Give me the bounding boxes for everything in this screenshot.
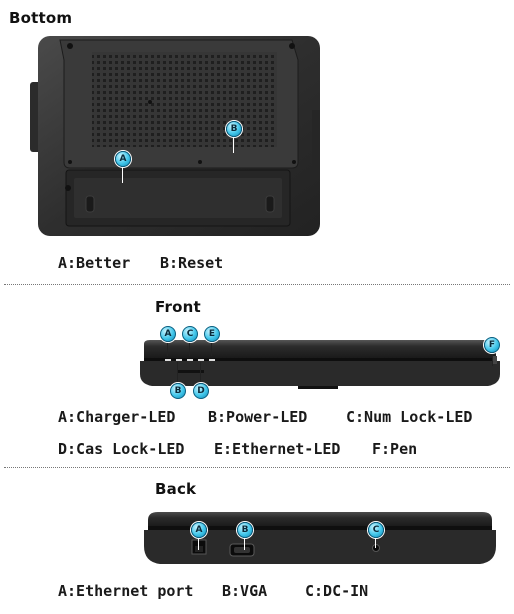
legend-item: B:Reset (160, 254, 224, 272)
leader-line (211, 340, 212, 356)
section-divider (4, 467, 510, 468)
leader-line (375, 536, 376, 548)
callout-marker-a: A (115, 151, 131, 167)
callout-marker-a: A (191, 522, 207, 538)
callout-marker-b: B (170, 383, 186, 399)
leader-line (492, 352, 493, 366)
section-heading-front: Front (155, 298, 201, 316)
legend-item: B:VGA (222, 582, 268, 600)
leader-line (200, 362, 201, 384)
section-divider (4, 284, 510, 285)
section-heading-bottom: Bottom (9, 9, 73, 27)
callout-marker-c: C (182, 326, 198, 342)
callout-marker-a: A (160, 326, 176, 342)
section-heading-back: Back (155, 480, 197, 498)
callout-marker-e: E (204, 326, 220, 342)
legend-item: C:DC-IN (305, 582, 369, 600)
leader-line (189, 340, 190, 356)
legend-item: F:Pen (372, 440, 418, 458)
leader-line (198, 536, 199, 550)
legend-item: E:Ethernet-LED (214, 440, 341, 458)
leader-line (167, 340, 168, 356)
legend-item: A:Ethernet port (58, 582, 194, 600)
callout-marker-b: B (226, 121, 242, 137)
leader-line (177, 362, 178, 384)
leader-line (233, 135, 234, 153)
device-back-view (144, 512, 496, 564)
device-bottom-view (30, 36, 320, 236)
legend-item: D:Cas Lock-LED (58, 440, 185, 458)
legend-item: C:Num Lock-LED (346, 408, 473, 426)
callout-marker-f: F (484, 337, 500, 353)
legend-item: A:Charger-LED (58, 408, 176, 426)
leader-line (122, 165, 123, 183)
leader-line (244, 536, 245, 550)
legend-item: A:Better (58, 254, 131, 272)
callout-marker-b: B (237, 522, 253, 538)
callout-marker-d: D (193, 383, 209, 399)
callout-marker-c: C (368, 522, 384, 538)
device-front-view (140, 340, 500, 389)
legend-item: B:Power-LED (208, 408, 308, 426)
